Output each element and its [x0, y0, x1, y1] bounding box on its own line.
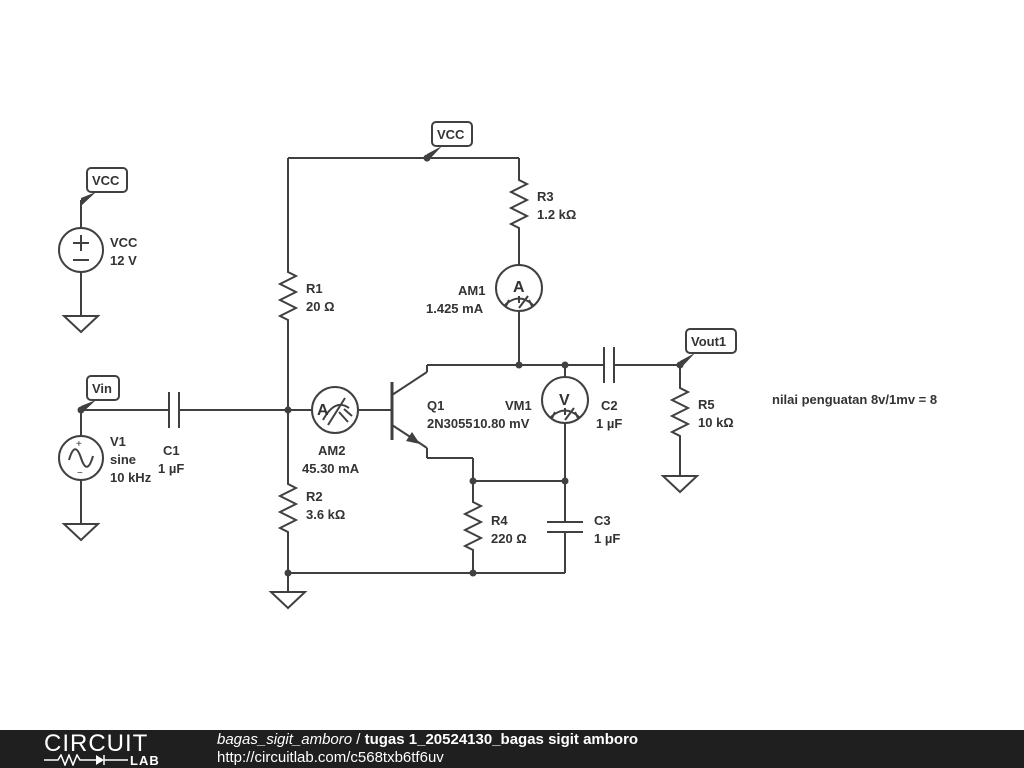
vcc-supply-source[interactable]: VCC 12 V	[58, 200, 138, 334]
net-flag-vcc-top-text: VCC	[437, 127, 465, 142]
capacitor-c1[interactable]: C1 1 µF	[158, 392, 184, 476]
r4-name: R4	[491, 513, 508, 528]
am1-reading: 1.425 mA	[426, 301, 484, 316]
r4-value: 220 Ω	[491, 531, 527, 546]
v1-freq: 10 kHz	[110, 470, 152, 485]
logo-word: CIRCUIT	[44, 730, 149, 757]
ammeter-am2[interactable]: A AM2 45.30 mA	[302, 386, 360, 476]
vm1-glyph: V	[559, 392, 570, 409]
logo-wave-icon	[44, 754, 128, 766]
vcc-source-value: 12 V	[110, 253, 137, 268]
net-flag-vout1[interactable]: Vout1	[680, 328, 737, 369]
transistor-q1[interactable]: Q1 2N3055	[390, 365, 473, 458]
voltmeter-vm1[interactable]: V VM1 10.80 mV	[473, 376, 589, 431]
circuit-title[interactable]: tugas 1_20524130_bagas sigit amboro	[364, 731, 639, 748]
c1-value: 1 µF	[158, 461, 184, 476]
net-flag-vout1-text: Vout1	[691, 334, 726, 349]
net-flag-vcc-supply[interactable]: VCC	[81, 167, 128, 206]
resistor-r1[interactable]: R1 20 Ω	[277, 268, 335, 324]
resistor-r4[interactable]: R4 220 Ω	[462, 498, 527, 554]
q1-name: Q1	[427, 398, 444, 413]
r2-name: R2	[306, 489, 323, 504]
title-separator: /	[352, 731, 365, 748]
am2-reading: 45.30 mA	[302, 461, 360, 476]
capacitor-c3[interactable]: C3 1 µF	[547, 513, 620, 546]
gain-note: nilai penguatan 8v/1mv = 8	[772, 392, 937, 407]
net-flag-vin[interactable]: Vin	[81, 375, 120, 414]
logo-sub: LAB	[130, 753, 160, 768]
svg-text:+: +	[76, 439, 82, 450]
r1-value: 20 Ω	[306, 299, 335, 314]
resistor-r3[interactable]: R3 1.2 kΩ	[508, 176, 576, 232]
r5-name: R5	[698, 397, 715, 412]
c2-name: C2	[601, 398, 618, 413]
circuitlab-logo[interactable]: CIRCUIT LAB	[44, 730, 184, 768]
net-flag-vin-text: Vin	[92, 381, 112, 396]
resistor-r5[interactable]: R5 10 kΩ	[669, 384, 734, 440]
q1-part: 2N3055	[427, 416, 473, 431]
am2-name: AM2	[318, 443, 345, 458]
ammeter-am1[interactable]: A AM1 1.425 mA	[426, 264, 543, 316]
capacitor-c2[interactable]: C2 1 µF	[596, 347, 622, 431]
sine-source-v1[interactable]: + − V1 sine 10 kHz	[58, 434, 152, 485]
net-flag-vcc-top[interactable]: VCC	[427, 121, 473, 162]
am2-glyph: A	[317, 402, 329, 419]
vm1-name: VM1	[505, 398, 532, 413]
footer-bar: CIRCUIT LAB bagas_sigit_amboro / tugas 1…	[0, 730, 1024, 768]
c1-name: C1	[163, 443, 180, 458]
r5-value: 10 kΩ	[698, 415, 734, 430]
v1-type: sine	[110, 452, 136, 467]
footer-title-line: bagas_sigit_amboro / tugas 1_20524130_ba…	[217, 731, 638, 749]
net-flag-vcc-supply-text: VCC	[92, 173, 120, 188]
svg-text:−: −	[77, 468, 83, 479]
c2-value: 1 µF	[596, 416, 622, 431]
am1-name: AM1	[458, 283, 485, 298]
c3-name: C3	[594, 513, 611, 528]
vm1-reading: 10.80 mV	[473, 416, 530, 431]
v1-name: V1	[110, 434, 126, 449]
r3-value: 1.2 kΩ	[537, 207, 576, 222]
r1-name: R1	[306, 281, 323, 296]
resistor-r2[interactable]: R2 3.6 kΩ	[277, 480, 345, 536]
c3-value: 1 µF	[594, 531, 620, 546]
am1-glyph: A	[513, 279, 525, 296]
r3-name: R3	[537, 189, 554, 204]
circuit-url[interactable]: http://circuitlab.com/c568txb6tf6uv	[217, 749, 444, 766]
author-link[interactable]: bagas_sigit_amboro	[217, 731, 353, 748]
r2-value: 3.6 kΩ	[306, 507, 345, 522]
schematic-canvas: VCC 12 V VCC VCC R1 20 Ω Vin + − V1 sine…	[58, 121, 937, 610]
vcc-source-name: VCC	[110, 235, 138, 250]
